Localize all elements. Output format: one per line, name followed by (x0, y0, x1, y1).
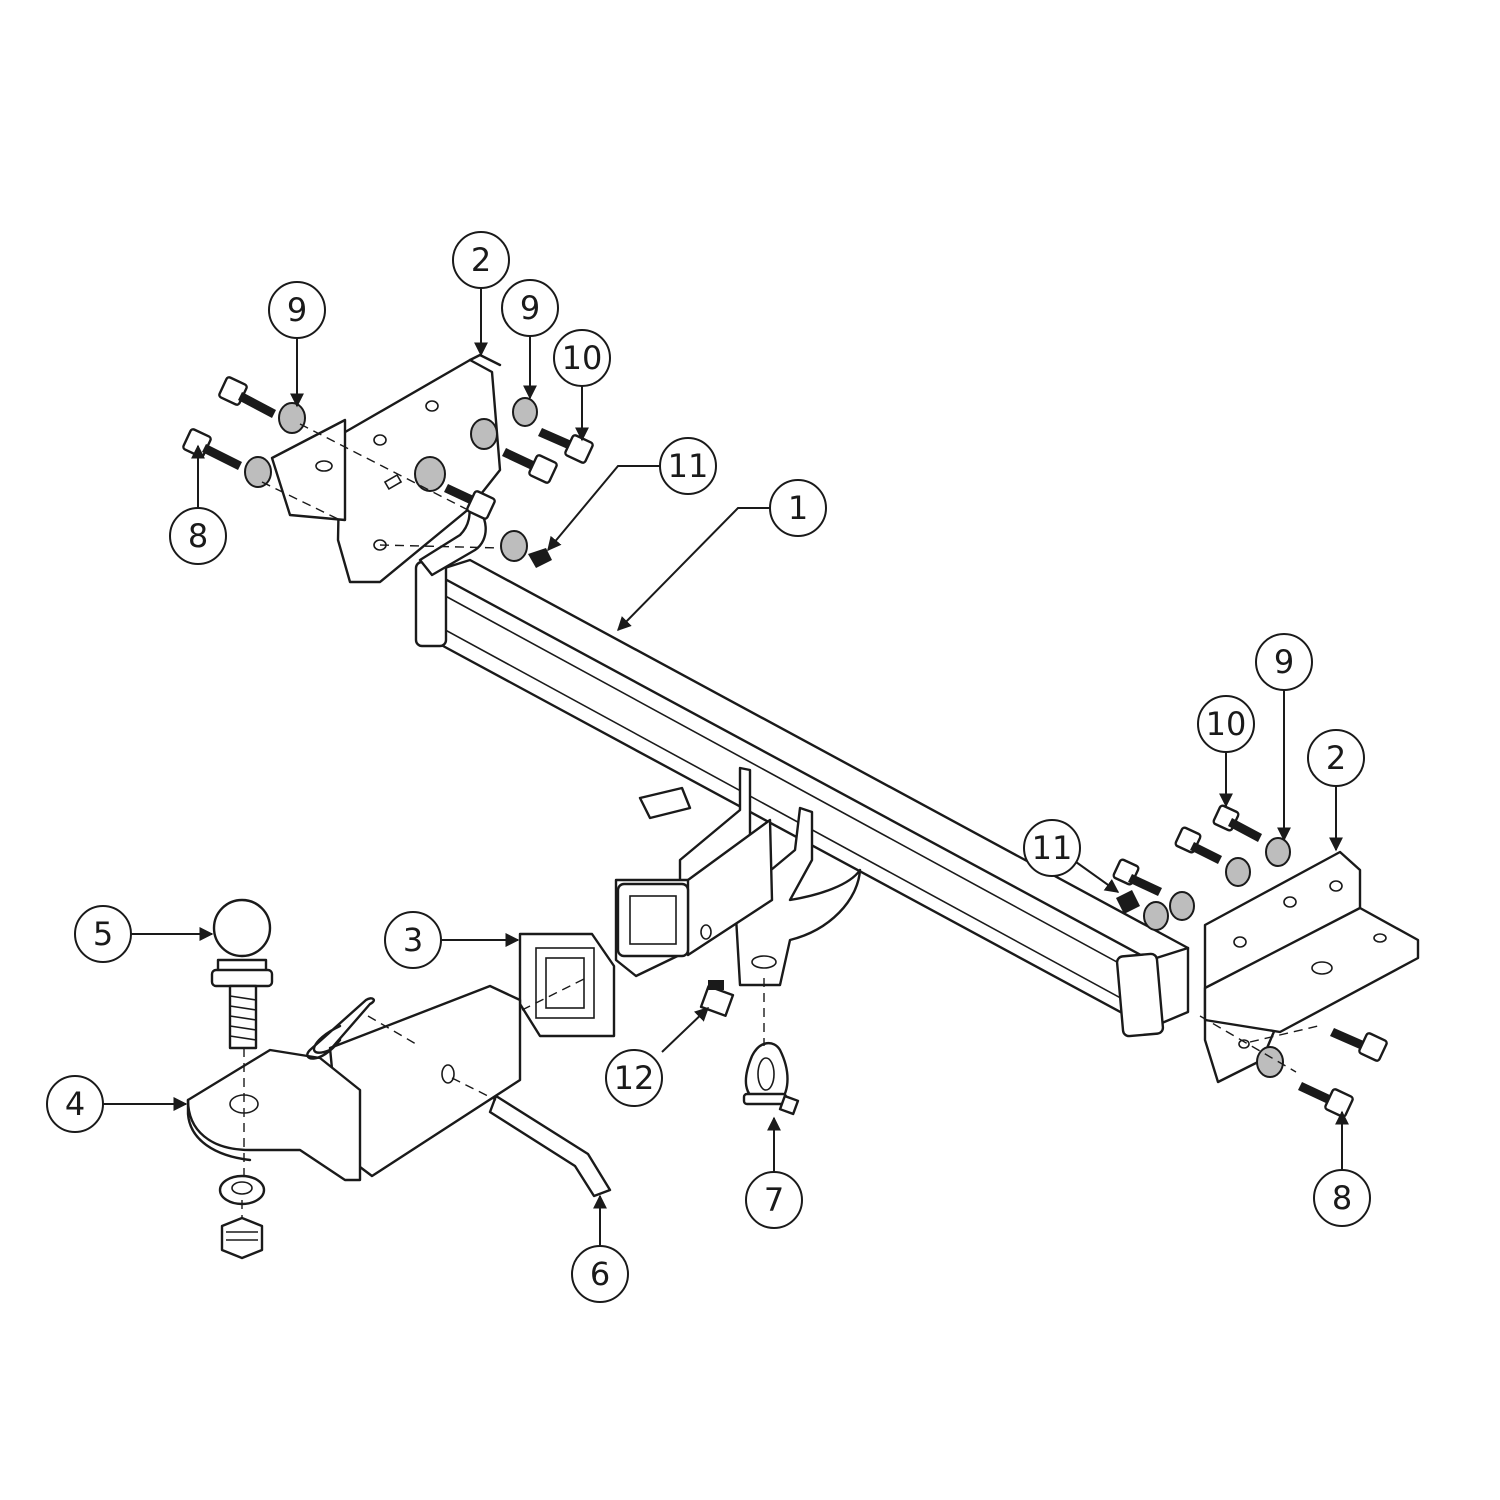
svg-text:2: 2 (471, 241, 491, 279)
callout-10-left: 10 (553, 329, 611, 387)
bolt-8-right-lower (1298, 1082, 1354, 1118)
svg-text:5: 5 (93, 915, 113, 953)
callout-12: 12 (605, 1049, 663, 1107)
assembly-lines (241, 977, 765, 1218)
cross-tube (414, 558, 1190, 1038)
callout-2-left: 2 (452, 231, 510, 289)
svg-text:8: 8 (188, 517, 208, 555)
svg-text:11: 11 (668, 447, 709, 485)
callout-1: 1 (769, 479, 827, 537)
bolt-right-b (1174, 826, 1222, 864)
leader-lines (103, 288, 1349, 1246)
callout-4: 4 (46, 1075, 104, 1133)
svg-text:3: 3 (403, 921, 423, 959)
svg-text:1: 1 (788, 489, 808, 527)
callout-11-left: 11 (659, 437, 717, 495)
svg-text:9: 9 (287, 291, 307, 329)
callout-8-right: 8 (1313, 1169, 1371, 1227)
lock-washer-and-nut (218, 1174, 266, 1260)
callout-11-right: 11 (1023, 819, 1081, 877)
bolt-left-middle (444, 484, 496, 520)
bolt-8-right-upper (1330, 1028, 1388, 1062)
svg-text:9: 9 (520, 289, 540, 327)
bolt-10-left-upper (538, 428, 594, 464)
left-fasteners (182, 376, 594, 568)
hitch-ball (210, 898, 274, 1050)
hitch-pin (488, 1094, 612, 1198)
bolt-10-right (1212, 804, 1262, 842)
svg-text:9: 9 (1274, 643, 1294, 681)
callout-9-left: 9 (268, 281, 326, 339)
svg-text:2: 2 (1326, 739, 1346, 777)
right-fasteners (1112, 804, 1388, 1118)
d-shackle (742, 1042, 800, 1116)
svg-text:7: 7 (764, 1181, 784, 1219)
callout-2-right: 2 (1307, 729, 1365, 787)
svg-text:12: 12 (614, 1059, 655, 1097)
callout-6: 6 (571, 1245, 629, 1303)
bolt-right-c (1112, 858, 1162, 896)
callout-10-right: 10 (1197, 695, 1255, 753)
callout-9-middle: 9 (501, 279, 559, 337)
svg-text:4: 4 (65, 1085, 85, 1123)
callout-7: 7 (745, 1171, 803, 1229)
svg-text:6: 6 (590, 1255, 610, 1293)
callout-8-left: 8 (169, 507, 227, 565)
bolt-10-left-lower (502, 448, 558, 484)
callout-3: 3 (384, 911, 442, 969)
bolt-8-left-upper (218, 376, 276, 418)
right-side-bracket (1203, 850, 1420, 1084)
pin-clip (306, 997, 376, 1060)
callout-9-right: 9 (1255, 633, 1313, 691)
svg-text:10: 10 (1206, 705, 1247, 743)
receiver-housing (614, 766, 862, 987)
svg-text:8: 8 (1332, 1179, 1352, 1217)
svg-text:11: 11 (1032, 829, 1073, 867)
callout-5: 5 (74, 905, 132, 963)
receiver-collar (518, 932, 616, 1038)
bolt-8-left-lower (182, 428, 242, 470)
ball-mount (186, 984, 522, 1182)
svg-text:10: 10 (562, 339, 603, 377)
